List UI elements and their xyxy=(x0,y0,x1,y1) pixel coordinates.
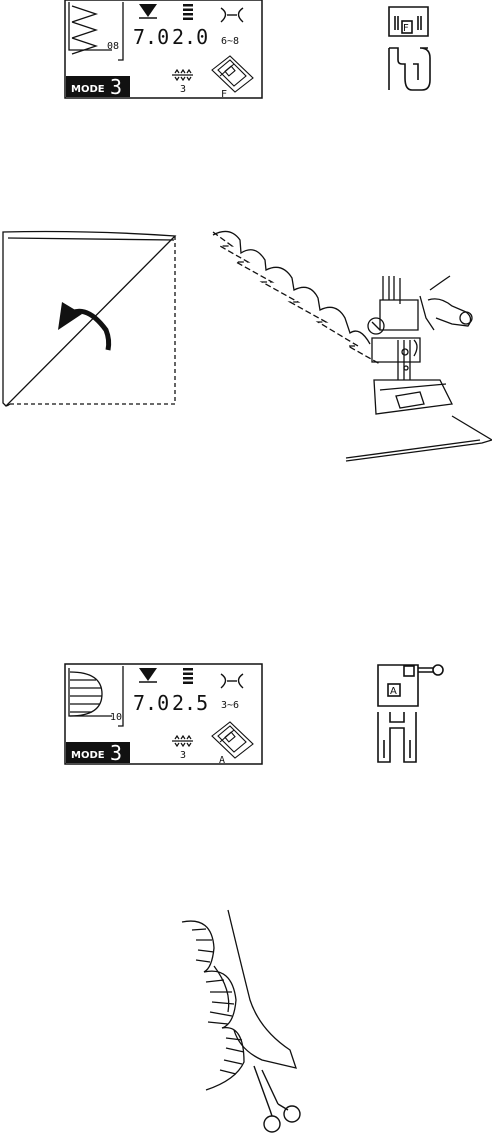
feed-dog-icon xyxy=(172,736,193,746)
foot-f-letter: F xyxy=(403,23,409,34)
foot-a-letter: A xyxy=(390,686,397,697)
stitch-width-value: 7.0 xyxy=(133,691,169,715)
stitch-width-icon xyxy=(139,4,157,18)
feed-value: 3 xyxy=(180,750,186,761)
feed-value: 3 xyxy=(180,84,186,95)
tension-range: 3~6 xyxy=(221,700,239,711)
presser-foot-a-icon xyxy=(378,665,443,762)
stitch-length-icon xyxy=(183,4,193,20)
scissors-icon xyxy=(254,1066,300,1132)
feed-dog-icon xyxy=(172,70,193,80)
presser-foot-machine-illustration xyxy=(368,276,472,414)
stitch-width-icon xyxy=(139,668,157,682)
stitch-length-value: 2.5 xyxy=(172,691,208,715)
tension-range: 6~8 xyxy=(221,36,239,47)
scallop-trim-fabric xyxy=(182,910,296,1090)
mode-number: 3 xyxy=(110,741,122,765)
presser-foot-letter: A xyxy=(219,755,225,766)
presser-foot-f-icon xyxy=(389,7,430,90)
presser-foot-small-icon xyxy=(212,722,253,758)
fold-arrow-icon xyxy=(58,302,109,350)
stitch-length-value: 2.0 xyxy=(172,25,208,49)
lcd-panel-2: 10 7.0 2.5 3~6 MODE 3 3 xyxy=(65,664,262,766)
mode-label: MODE xyxy=(71,84,105,95)
scallop-stitch-on-fabric xyxy=(213,231,492,461)
pattern-number: 10 xyxy=(110,712,122,723)
stitch-length-icon xyxy=(183,668,193,684)
folded-fabric-illustration xyxy=(3,232,175,407)
thread-tension-icon xyxy=(221,674,243,688)
pattern-number: 08 xyxy=(107,41,119,52)
stitch-width-value: 7.0 xyxy=(133,25,169,49)
presser-foot-letter: F xyxy=(221,89,227,100)
lcd-panel-1: 08 7.0 2.0 6~8 MODE 3 xyxy=(65,0,262,100)
mode-number: 3 xyxy=(110,75,122,99)
presser-foot-small-icon xyxy=(212,56,253,92)
thread-tension-icon xyxy=(221,8,243,22)
mode-label: MODE xyxy=(71,750,105,761)
